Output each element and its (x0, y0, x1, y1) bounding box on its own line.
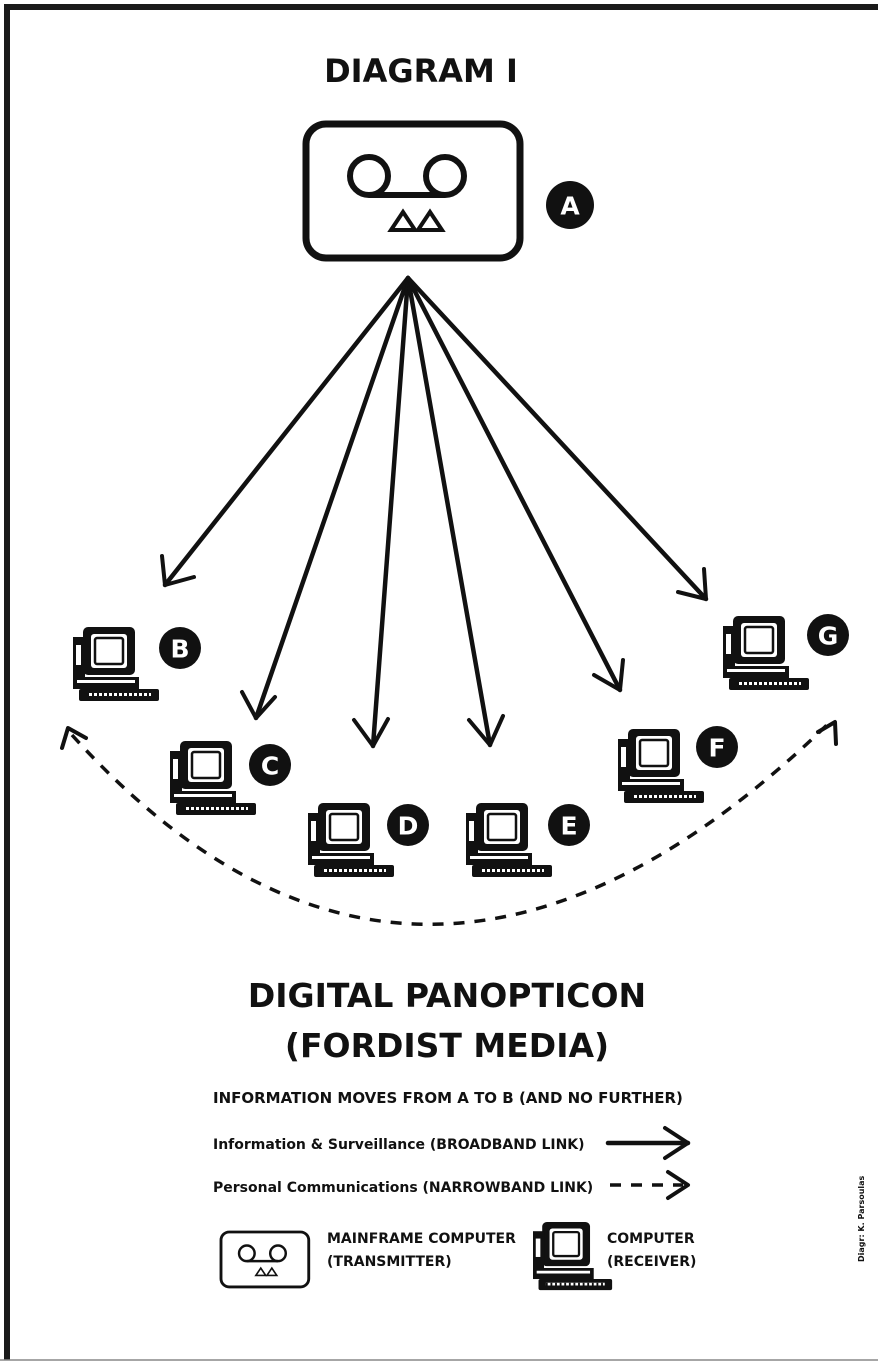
node-g-badge: G (807, 614, 849, 656)
node-f: F (616, 726, 738, 805)
node-a-badge: A (546, 181, 594, 229)
arrow-a-to-b (162, 275, 411, 588)
svg-text:G: G (818, 622, 839, 651)
node-b-badge: B (159, 627, 201, 669)
arrow-a-to-g (405, 275, 709, 602)
svg-text:D: D (398, 812, 419, 841)
computer-icon (306, 801, 396, 879)
svg-text:C: C (261, 752, 279, 781)
node-g: G (721, 614, 849, 692)
legend-solid-arrow (605, 1126, 691, 1160)
arrow-a-to-d (370, 275, 411, 749)
node-e-badge: E (548, 804, 590, 846)
computer-icon (71, 625, 161, 703)
computer-icon (464, 801, 554, 879)
node-c: C (168, 739, 291, 817)
legend-narrowband-label: Personal Communications (NARROWBAND LINK… (213, 1180, 593, 1196)
mainframe-icon (306, 124, 520, 258)
node-d: D (306, 801, 429, 879)
computer-icon (531, 1220, 614, 1292)
node-a: A (306, 124, 594, 258)
node-d-badge: D (387, 804, 429, 846)
key-computer-label-line1: COMPUTER (607, 1231, 695, 1247)
key-computer: COMPUTER (RECEIVER) (531, 1220, 696, 1292)
arrow-a-to-c (253, 275, 411, 721)
legend-broadband-label: Information & Surveillance (BROADBAND LI… (213, 1137, 585, 1153)
node-c-badge: C (249, 744, 291, 786)
computer-icon (721, 614, 811, 692)
diagram-subtitle-line2: (FORDIST MEDIA) (285, 1026, 609, 1065)
computer-icon (168, 739, 258, 817)
node-f-badge: F (696, 726, 738, 768)
key-mainframe: MAINFRAME COMPUTER (TRANSMITTER) (219, 1230, 516, 1289)
mainframe-icon (219, 1230, 311, 1289)
diagram-title: DIAGRAM I (324, 52, 518, 90)
computer-icon (616, 727, 706, 805)
legend: INFORMATION MOVES FROM A TO B (AND NO FU… (213, 1089, 696, 1292)
diagram-subtitle-line1: DIGITAL PANOPTICON (248, 976, 646, 1015)
key-mainframe-label-line2: (TRANSMITTER) (327, 1254, 452, 1270)
svg-text:F: F (708, 734, 725, 763)
svg-text:A: A (560, 192, 580, 221)
page-frame (4, 4, 878, 1360)
svg-text:E: E (560, 812, 577, 841)
node-e: E (464, 801, 590, 879)
key-computer-label-line2: (RECEIVER) (607, 1254, 696, 1270)
legend-heading: INFORMATION MOVES FROM A TO B (AND NO FU… (213, 1089, 683, 1107)
credit-text: Diagr: K. Parsoulas (857, 1175, 866, 1262)
svg-text:B: B (170, 635, 189, 664)
legend-dashed-arrow (610, 1170, 690, 1200)
arrow-a-to-f (405, 275, 623, 693)
key-mainframe-label-line1: MAINFRAME COMPUTER (327, 1231, 516, 1247)
arrow-a-to-e (405, 275, 493, 748)
broadband-arrows (160, 275, 709, 749)
narrowband-arc (60, 720, 838, 926)
node-b: B (71, 625, 201, 703)
